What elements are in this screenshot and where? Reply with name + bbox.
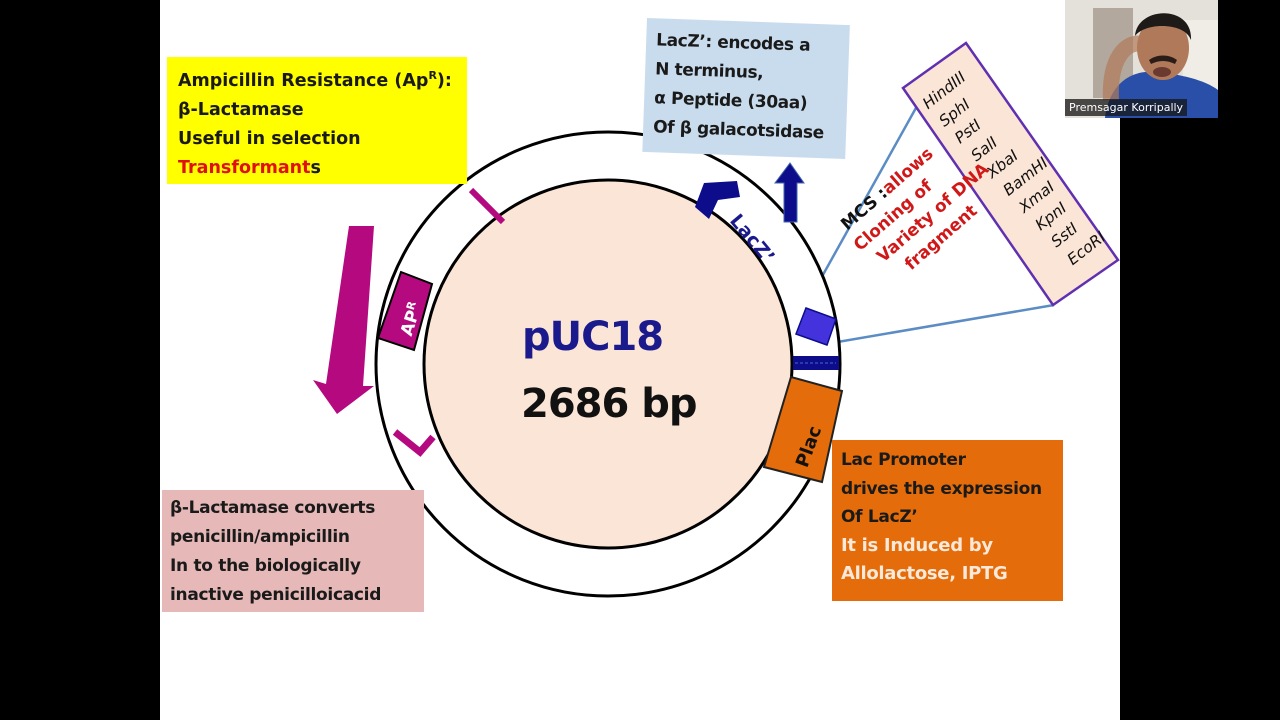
ampbox-line-4: Transformants — [178, 158, 321, 178]
ampicillin-resistance-box: Ampicillin Resistance (ApR): β-Lactamase… — [167, 57, 467, 184]
lacprom-line-1: Lac Promoter — [841, 450, 966, 470]
ampr-start-marker — [468, 187, 506, 225]
ampbox-line-3: Useful in selection — [178, 129, 361, 149]
mcs-block — [795, 307, 837, 346]
betabox-line-4: inactive penicilloicacid — [170, 585, 382, 605]
ampr-end-marker — [392, 429, 436, 457]
lacprom-line-5: Allolactose, IPTG — [841, 563, 1008, 584]
beta-lactamase-box: β-Lactamase converts penicillin/ampicill… — [162, 490, 424, 612]
lacprom-line-2: drives the expression — [841, 478, 1042, 499]
plasmid-inner-disc — [422, 178, 794, 550]
lac-promoter-box: Lac Promoter drives the expression Of La… — [832, 440, 1063, 601]
participant-video-feed — [1065, 0, 1218, 118]
plac-promoter-block — [762, 375, 844, 484]
betabox-line-2: penicillin/ampicillin — [170, 527, 350, 547]
ampbox-line-2: β-Lactamase — [178, 100, 304, 120]
mcs-connector-lower — [819, 303, 1055, 347]
ampr-gene-block — [376, 270, 434, 352]
lacprom-line-4: It is Induced by — [841, 534, 993, 556]
lacz-description-box: LacZ’: encodes a N terminus, α Peptide (… — [642, 18, 850, 160]
ampr-direction-arrow — [313, 226, 374, 414]
participant-video-tile[interactable]: Premsagar Korripally — [1065, 0, 1218, 118]
lacz-direction-arrow — [774, 162, 805, 223]
betabox-line-3: In to the biologically — [170, 556, 361, 576]
plasmid-size: 2686 bp — [521, 381, 698, 427]
ampbox-line-1: Ampicillin Resistance (ApR): — [178, 69, 452, 91]
betabox-line-1: β-Lactamase converts — [170, 498, 376, 518]
laczbox-line-4: Of β galacotsidase — [652, 117, 825, 144]
plasmid-name: pUC18 — [522, 314, 664, 360]
lacz-start-marker — [695, 181, 740, 219]
lacprom-line-3: Of LacZ’ — [841, 507, 918, 527]
participant-name-label: Premsagar Korripally — [1065, 99, 1188, 116]
restriction-site-box — [901, 41, 1120, 307]
